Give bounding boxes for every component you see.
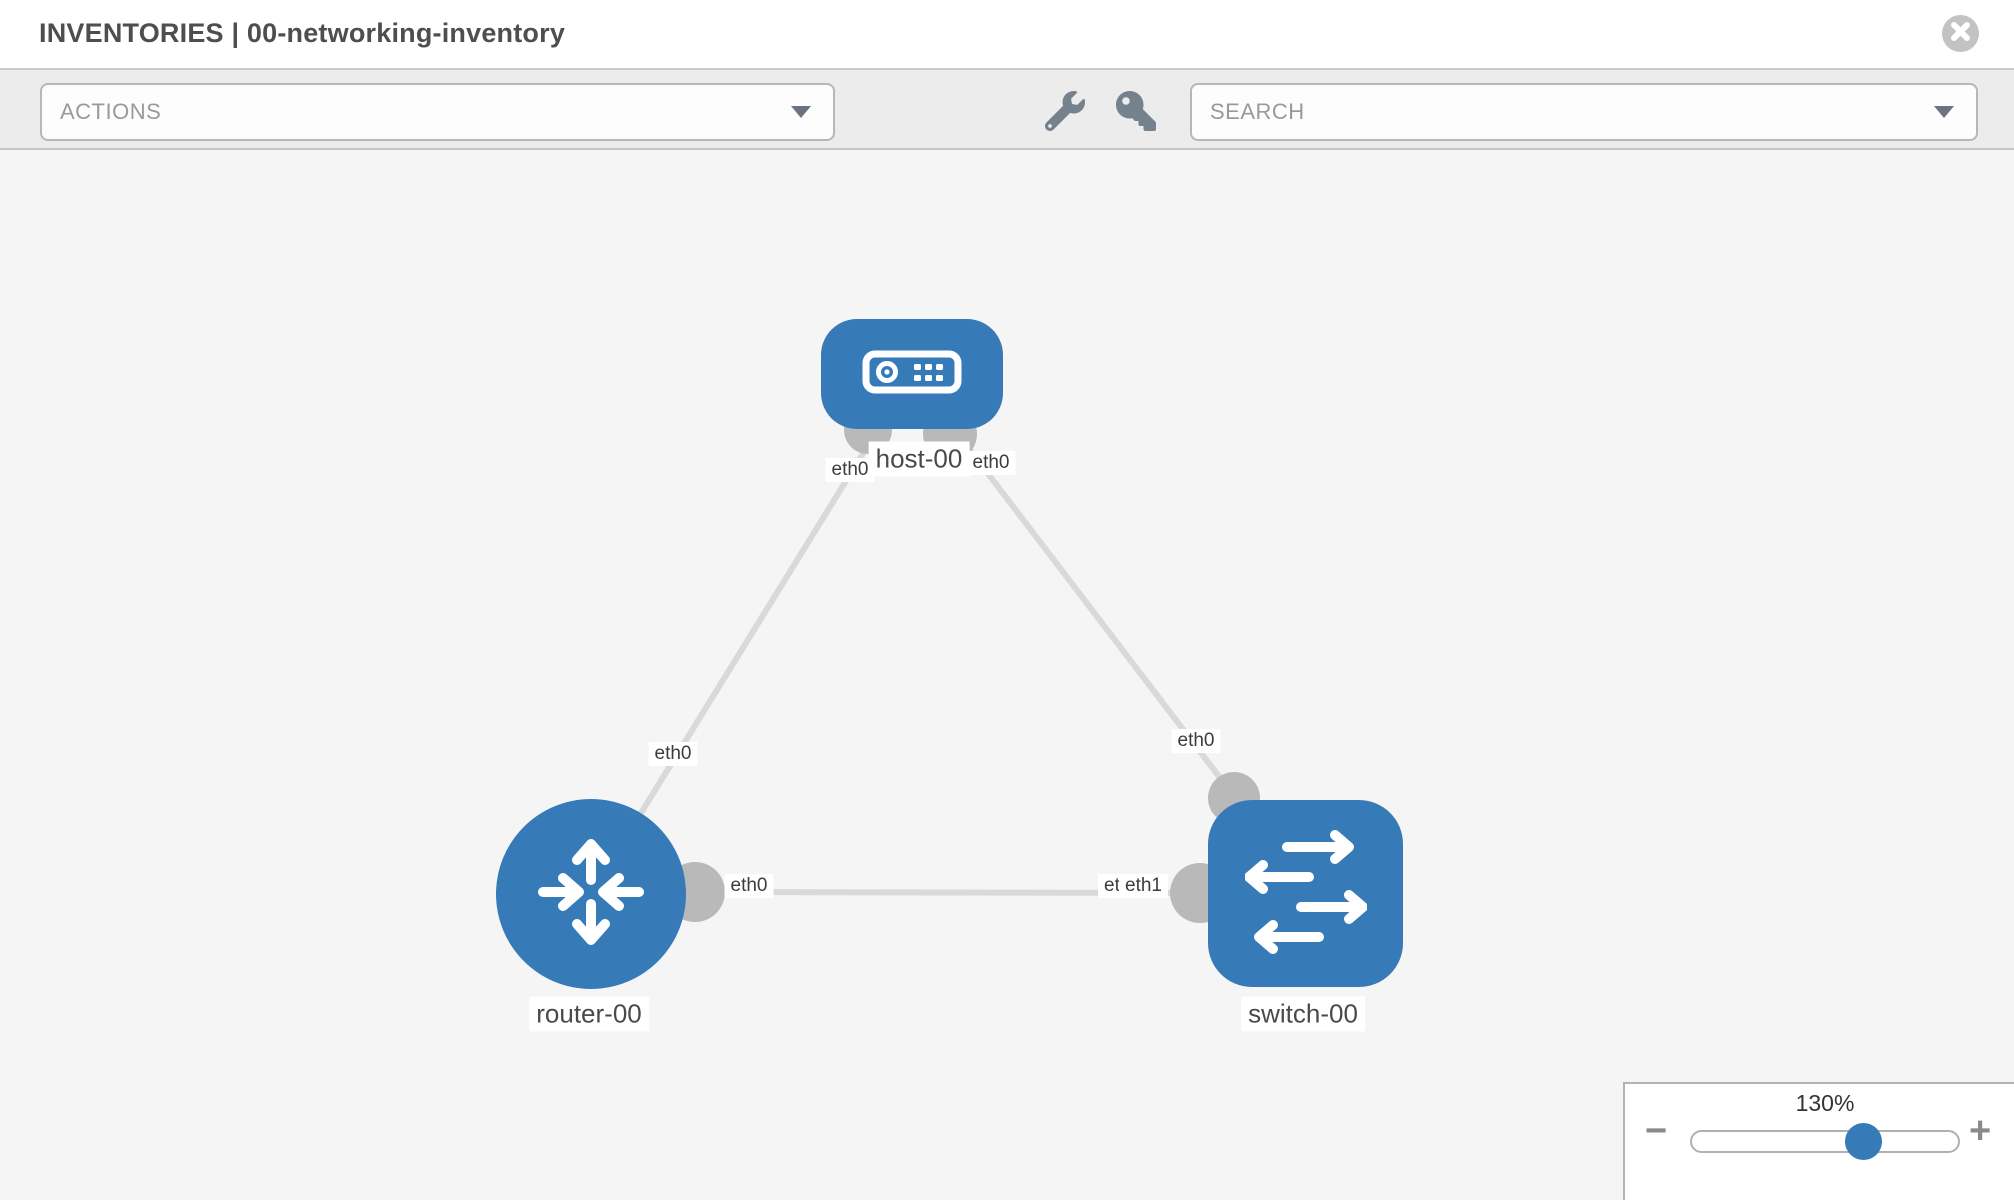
switch-icon — [1243, 828, 1368, 959]
search-dropdown[interactable]: SEARCH — [1190, 83, 1978, 141]
zoom-slider-track[interactable] — [1690, 1130, 1960, 1153]
actions-dropdown-label: ACTIONS — [60, 99, 162, 124]
host-icon — [862, 350, 962, 399]
iface-label-switch-link: eth0 — [1171, 729, 1221, 753]
actions-dropdown[interactable]: ACTIONS — [40, 83, 835, 141]
iface-label-host-left: eth0 — [825, 458, 875, 482]
search-dropdown-label: SEARCH — [1210, 99, 1305, 124]
node-router-00[interactable] — [496, 799, 686, 989]
key-icon — [1116, 91, 1156, 135]
page-title: INVENTORIES | 00-networking-inventory — [39, 18, 566, 48]
toolbar: ACTIONS SEARCH — [0, 70, 2014, 150]
topology-links-layer — [588, 372, 1260, 923]
iface-label-host-right: eth0 — [966, 451, 1016, 475]
node-label-host: host-00 — [868, 441, 970, 477]
iface-label-router-port: eth0 — [724, 874, 774, 898]
iface-label-switch-port: eth1 — [1119, 874, 1168, 898]
zoom-control-panel: 130% − + — [1623, 1082, 2014, 1200]
credentials-button[interactable] — [1116, 91, 1156, 131]
switch-node[interactable] — [1208, 800, 1403, 987]
configure-button[interactable] — [1044, 91, 1085, 132]
zoom-in-button[interactable]: + — [1969, 1110, 1992, 1152]
iface-label-router-link: eth0 — [648, 742, 698, 766]
wrench-icon — [1044, 91, 1085, 135]
close-button[interactable] — [1942, 15, 1979, 52]
close-icon — [1950, 21, 1971, 47]
router-icon — [533, 834, 649, 955]
node-label-router: router-00 — [529, 996, 649, 1032]
zoom-level-value: 130% — [1795, 1090, 1855, 1116]
chevron-down-icon — [791, 106, 811, 118]
zoom-slider-thumb[interactable] — [1845, 1123, 1882, 1160]
topology-canvas[interactable]: host-00 router-00 switch-00 eth0 eth0 et… — [0, 152, 2014, 1200]
node-label-switch: switch-00 — [1241, 996, 1365, 1032]
chevron-down-icon — [1934, 106, 1954, 118]
header-bar: INVENTORIES | 00-networking-inventory — [0, 0, 2014, 70]
zoom-out-button[interactable]: − — [1645, 1110, 1668, 1152]
node-host-00[interactable] — [821, 319, 1003, 429]
